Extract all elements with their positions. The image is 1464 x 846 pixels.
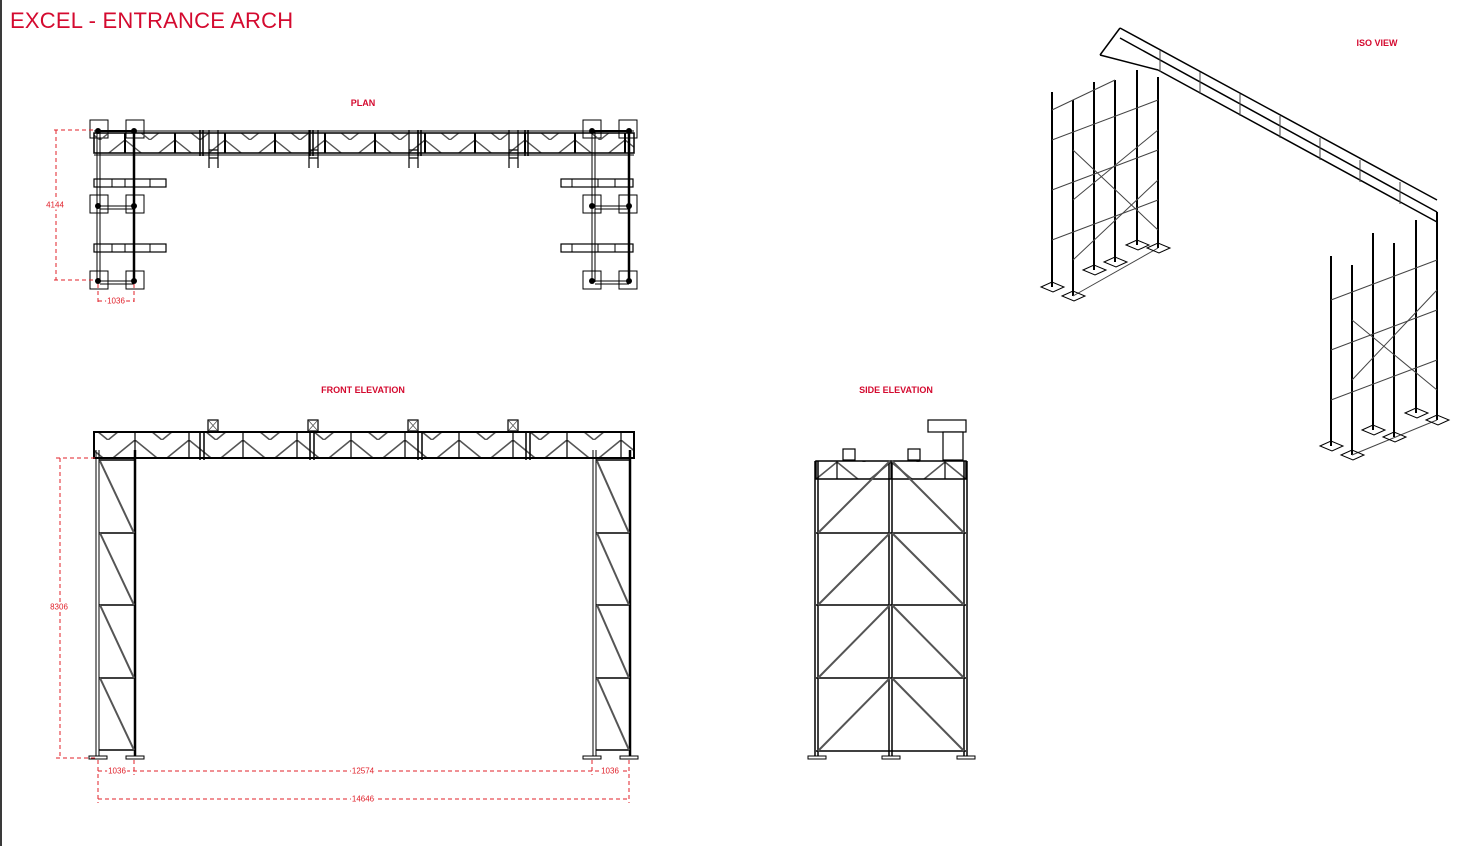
iso-view [1039, 27, 1451, 461]
plan-view-label: PLAN [350, 98, 376, 108]
front-left-tower-width-dimension: 1036 [107, 766, 127, 776]
iso-view-label: ISO VIEW [1356, 38, 1398, 48]
plan-depth-dimension: 4144 [45, 200, 65, 210]
plan-tower-width-dimension: 1036 [106, 296, 126, 306]
plan-view [54, 119, 638, 304]
front-clear-span-dimension: 12574 [350, 766, 376, 776]
front-elevation-label: FRONT ELEVATION [321, 385, 405, 395]
side-elevation-view [807, 419, 976, 760]
drawing-title: EXCEL - ENTRANCE ARCH [10, 8, 294, 33]
front-overall-width-dimension: 14646 [350, 794, 376, 804]
front-right-tower-width-dimension: 1036 [600, 766, 620, 776]
front-height-dimension: 8306 [49, 602, 69, 612]
side-elevation-label: SIDE ELEVATION [859, 385, 933, 395]
front-elevation-view [56, 419, 639, 803]
window-left-border [0, 0, 2, 846]
